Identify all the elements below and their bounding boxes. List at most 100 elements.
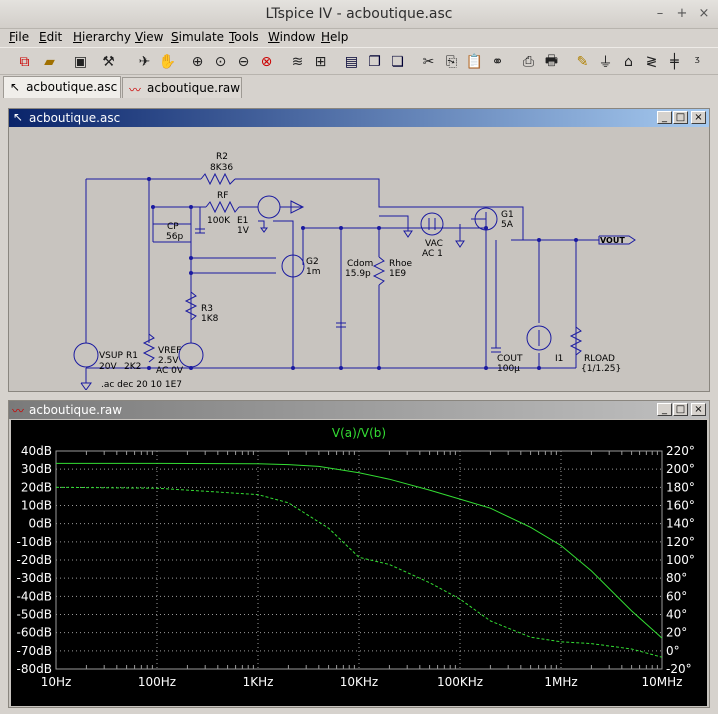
label-cdom-value: 15.9p [345, 269, 371, 279]
maximize-icon[interactable]: + [676, 6, 688, 21]
y-tick-label: -30dB [17, 571, 52, 585]
ground-icon[interactable]: ⏚ [598, 54, 613, 71]
open-icon[interactable]: ▰ [44, 53, 55, 70]
label-cout-value: 100µ [497, 364, 520, 374]
tab-waveform[interactable]: 〰 acboutique.raw [122, 77, 242, 98]
label-vsup-value: 20V [99, 362, 117, 372]
zoom-out-icon[interactable]: ⊖ [237, 53, 250, 70]
minimize-icon[interactable]: – [656, 6, 664, 21]
label-vref-value-dc: 2.5V [158, 356, 179, 366]
zoom-pan-icon[interactable]: ⊙ [214, 53, 227, 70]
close-icon[interactable]: × [691, 403, 706, 416]
paste-icon[interactable]: 📋 [465, 53, 484, 70]
restore-icon[interactable]: □ [673, 111, 688, 124]
trace-label[interactable]: V(a)/V(b) [332, 426, 386, 440]
menu-view[interactable]: View [135, 30, 164, 44]
y2-tick-label: -20° [666, 662, 692, 676]
capacitor-icon[interactable]: ╪ [670, 53, 679, 70]
x-tick-label: 1MHz [544, 675, 577, 689]
schematic-window-title: acboutique.asc [29, 111, 121, 125]
x-tick-label: 100Hz [138, 675, 176, 689]
menu-bar: File Edit Hierarchy View Simulate Tools … [0, 29, 718, 47]
schematic-junctions [147, 177, 578, 370]
halt-icon[interactable]: ✋ [158, 53, 177, 70]
label-vout: VOUT [600, 236, 625, 245]
run-icon[interactable]: ✈ [138, 53, 151, 70]
y-tick-label: -70dB [17, 644, 52, 658]
control-panel-icon[interactable]: ⚒ [102, 53, 115, 70]
zoom-fit-icon[interactable]: ⊗ [260, 53, 273, 70]
x-tick-label: 100KHz [437, 675, 483, 689]
menu-edit[interactable]: Edit [39, 30, 63, 44]
print-icon[interactable]: 🖶 [544, 52, 559, 69]
menu-file[interactable]: File [9, 30, 30, 44]
tab-schematic-label: acboutique.asc [26, 80, 118, 94]
close-icon[interactable]: × [698, 6, 710, 21]
label-rload-value: {1/1.25} [581, 364, 621, 374]
y2-tick-label: 160° [666, 499, 695, 513]
label-e1: E1 [237, 216, 248, 226]
cascade-icon[interactable]: ❐ [368, 53, 381, 70]
save-icon[interactable]: ▣ [73, 53, 88, 70]
print-setup-icon[interactable]: ⎙ [522, 53, 535, 70]
label-r3: R3 [201, 304, 213, 314]
menu-tools[interactable]: Tools [229, 30, 259, 44]
label-rhoe: Rhoe [389, 259, 412, 269]
resistor-icon[interactable]: ≷ [645, 53, 658, 70]
x-tick-label: 10MHz [642, 675, 683, 689]
schematic-canvas[interactable]: R2 8K36 RF 100K E1 1V CP 56p G2 1m Cdom … [11, 128, 707, 390]
tile-horizontal-icon[interactable]: ▤ [344, 53, 359, 70]
label-net-icon[interactable]: ⌂ [624, 53, 633, 70]
y2-tick-label: 60° [666, 589, 687, 603]
menu-help[interactable]: Help [321, 30, 349, 44]
y2-tick-label: 40° [666, 608, 687, 622]
label-cdom: Cdom [347, 259, 373, 269]
grid-icon[interactable]: ⊞ [314, 53, 327, 70]
schematic-window: ↖ acboutique.asc _ □ × [8, 108, 710, 392]
y2-tick-label: 180° [666, 480, 695, 494]
label-cout: COUT [497, 354, 523, 364]
minimize-icon[interactable]: _ [657, 403, 672, 416]
menu-simulate[interactable]: Simulate [171, 30, 225, 44]
tile-vertical-icon[interactable]: ❏ [391, 53, 404, 70]
menu-window[interactable]: Window [268, 30, 316, 44]
waveform-window-title: acboutique.raw [29, 403, 123, 417]
label-vsup: VSUP [99, 351, 123, 361]
copy-icon[interactable]: ⎘ [445, 53, 458, 70]
menu-hierarchy[interactable]: Hierarchy [73, 30, 132, 44]
tab-schematic[interactable]: ↖ acboutique.asc [3, 76, 121, 98]
inductor-icon[interactable]: ᶾ [694, 53, 701, 70]
label-r3-value: 1K8 [201, 314, 219, 324]
find-icon[interactable]: ⚭ [491, 53, 504, 70]
y-tick-label: -40dB [17, 589, 52, 603]
toolbar: ⧉ ▰ ▣ ⚒ ✈ ✋ ⊕ ⊙ ⊖ ⊗ ≋ ⊞ ▤ ❐ ❏ ✂ ⎘ 📋 ⚭ ⎙ … [0, 47, 718, 75]
cut-icon[interactable]: ✂ [422, 53, 435, 70]
x-tick-label: 10KHz [340, 675, 378, 689]
phase-trace [55, 486, 663, 658]
zoom-in-icon[interactable]: ⊕ [191, 53, 204, 70]
label-vref-value-ac: AC 0V [156, 366, 184, 376]
y-tick-label: 0dB [29, 517, 52, 531]
y-tick-label: -50dB [17, 608, 52, 622]
y-tick-label: -10dB [17, 535, 52, 549]
waveform-plot[interactable]: V(a)/V(b) 40dB30dB20dB10dB0dB-10dB-20dB-… [11, 420, 707, 706]
y2-axis-labels: 220°200°180°160°140°120°100°80°60°40°20°… [666, 444, 695, 676]
y2-tick-label: 20° [666, 626, 687, 640]
label-cp-value: 56p [166, 232, 183, 242]
minimize-icon[interactable]: _ [657, 111, 672, 124]
schematic-components [73, 172, 636, 390]
waveform-window-titlebar: 〰 acboutique.raw _ □ × [9, 401, 709, 419]
y-tick-label: 10dB [21, 499, 52, 513]
autoscale-icon[interactable]: ≋ [291, 53, 304, 70]
y-tick-label: 20dB [21, 480, 52, 494]
y-tick-label: -80dB [17, 662, 52, 676]
new-schematic-icon[interactable]: ⧉ [19, 53, 30, 70]
label-g2: G2 [306, 257, 319, 267]
label-r2-value: 8K36 [210, 163, 233, 173]
close-icon[interactable]: × [691, 111, 706, 124]
restore-icon[interactable]: □ [673, 403, 688, 416]
draw-wire-icon[interactable]: ✎ [576, 53, 589, 70]
y2-tick-label: 0° [666, 644, 680, 658]
title-bar: LTspice IV - acboutique.asc – + × [0, 0, 718, 29]
